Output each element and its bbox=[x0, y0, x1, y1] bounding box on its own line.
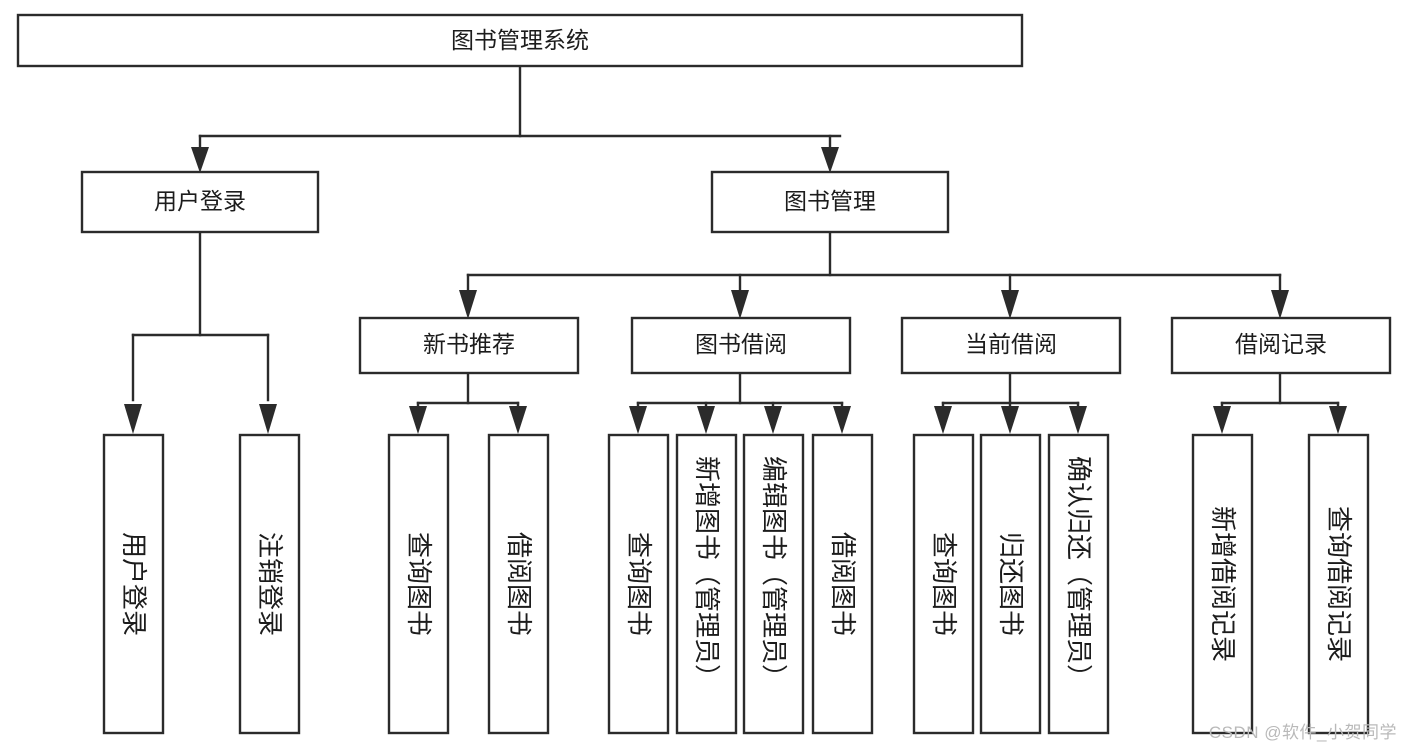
node-current-borrow-rect[interactable] bbox=[900, 316, 1122, 375]
node-borrow-record-rect[interactable] bbox=[1170, 316, 1392, 375]
leaf-label-bookborrow-edit: 编辑图书（管理员） bbox=[759, 456, 789, 690]
arrow-head-borrow-record bbox=[1271, 290, 1289, 319]
arrow-head-user-login bbox=[191, 147, 209, 173]
leaf-label-borrowrecord-add: 新增借阅记录 bbox=[1208, 506, 1238, 662]
leaf-label-bookborrow-query: 查询图书 bbox=[624, 532, 654, 636]
arrow-head-book-borrow bbox=[731, 290, 749, 319]
leaf-node-bookborrow-edit[interactable] bbox=[742, 433, 805, 735]
leaf-node-currentborrow-query[interactable] bbox=[912, 433, 975, 735]
arrow-head-leaf-currentborrow-1 bbox=[934, 406, 952, 434]
leaf-node-bookborrow-add[interactable] bbox=[675, 433, 738, 735]
leaf-node-currentborrow-confirm[interactable] bbox=[1047, 433, 1110, 735]
node-root-rect[interactable] bbox=[16, 13, 1024, 68]
leaf-label-layer: 用户登录 注销登录 查询图书 借阅图书 查询图书 新增图书（管理员） 编辑图书（… bbox=[119, 456, 1354, 690]
arrow-head-leaf-newbook-1 bbox=[409, 406, 427, 434]
arrow-head-leaf-borrowrecord-2 bbox=[1329, 406, 1347, 434]
leaf-label-currentborrow-return: 归还图书 bbox=[996, 532, 1026, 636]
leaf-node-newbook-borrow[interactable] bbox=[487, 433, 550, 735]
node-borrow-record[interactable]: 借阅记录 bbox=[1170, 316, 1392, 375]
node-root[interactable]: 图书管理系统 bbox=[16, 13, 1024, 68]
leaf-bookborrow-borrow-rect[interactable] bbox=[811, 433, 874, 735]
arrow-head-leaf-user-login-1 bbox=[124, 404, 142, 434]
leaf-label-bookborrow-borrow: 借阅图书 bbox=[828, 532, 858, 636]
arrow-head-leaf-currentborrow-3 bbox=[1069, 406, 1087, 434]
leaf-user-login-logout-rect[interactable] bbox=[238, 433, 301, 735]
arrow-head-leaf-newbook-2 bbox=[509, 406, 527, 434]
leaf-label-user-login-login: 用户登录 bbox=[119, 532, 149, 636]
leaf-label-bookborrow-add: 新增图书（管理员） bbox=[692, 456, 722, 690]
node-current-borrow-label: 当前借阅 bbox=[965, 331, 1057, 357]
arrow-head-leaf-user-login-2 bbox=[259, 404, 277, 434]
leaf-node-user-login-login[interactable] bbox=[102, 433, 165, 735]
node-user-login-rect[interactable] bbox=[80, 170, 320, 234]
node-book-borrow[interactable]: 图书借阅 bbox=[630, 316, 852, 375]
arrow-head-leaf-borrowrecord-1 bbox=[1213, 406, 1231, 434]
arrow-head-leaf-bookborrow-3 bbox=[764, 406, 782, 434]
node-borrow-record-label: 借阅记录 bbox=[1235, 331, 1327, 357]
node-new-book-recommend-rect[interactable] bbox=[358, 316, 580, 375]
watermark-text: CSDN @软件_小贺同学 bbox=[1208, 723, 1397, 742]
leaf-node-bookborrow-borrow[interactable] bbox=[811, 433, 874, 735]
arrow-head-new-book bbox=[459, 290, 477, 319]
node-book-management[interactable]: 图书管理 bbox=[710, 170, 950, 234]
node-user-login[interactable]: 用户登录 bbox=[80, 170, 320, 234]
leaf-node-newbook-query[interactable] bbox=[387, 433, 450, 735]
node-user-login-label: 用户登录 bbox=[154, 188, 246, 214]
leaf-bookborrow-add-rect[interactable] bbox=[675, 433, 738, 735]
node-book-management-label: 图书管理 bbox=[784, 188, 876, 214]
node-book-management-rect[interactable] bbox=[710, 170, 950, 234]
arrow-head-leaf-bookborrow-2 bbox=[697, 406, 715, 434]
node-root-label: 图书管理系统 bbox=[451, 27, 589, 53]
leaf-node-bookborrow-query[interactable] bbox=[607, 433, 670, 735]
node-book-borrow-rect[interactable] bbox=[630, 316, 852, 375]
leaf-borrowrecord-add-rect[interactable] bbox=[1191, 433, 1254, 735]
node-new-book-recommend-label: 新书推荐 bbox=[423, 331, 515, 357]
arrow-head-leaf-bookborrow-4 bbox=[833, 406, 851, 434]
leaf-node-borrowrecord-query[interactable] bbox=[1307, 433, 1370, 735]
leaf-node-currentborrow-return[interactable] bbox=[979, 433, 1042, 735]
leaf-currentborrow-query-rect[interactable] bbox=[912, 433, 975, 735]
node-book-borrow-label: 图书借阅 bbox=[695, 331, 787, 357]
leaf-borrowrecord-query-rect[interactable] bbox=[1307, 433, 1370, 735]
leaf-newbook-borrow-rect[interactable] bbox=[487, 433, 550, 735]
connector-layer bbox=[124, 64, 1347, 434]
leaf-label-newbook-query: 查询图书 bbox=[404, 532, 434, 636]
arrow-head-leaf-bookborrow-1 bbox=[629, 406, 647, 434]
arrow-head-book-mgmt bbox=[821, 147, 839, 173]
node-current-borrow[interactable]: 当前借阅 bbox=[900, 316, 1122, 375]
leaf-node-borrowrecord-add[interactable] bbox=[1191, 433, 1254, 735]
arrow-head-current-borrow bbox=[1001, 290, 1019, 319]
leaf-label-newbook-borrow: 借阅图书 bbox=[504, 532, 534, 636]
leaf-currentborrow-return-rect[interactable] bbox=[979, 433, 1042, 735]
leaf-label-user-login-logout: 注销登录 bbox=[255, 532, 285, 636]
leaf-currentborrow-confirm-rect[interactable] bbox=[1047, 433, 1110, 735]
leaf-label-borrowrecord-query: 查询借阅记录 bbox=[1324, 506, 1354, 662]
leaf-label-currentborrow-confirm: 确认归还（管理员） bbox=[1064, 456, 1094, 690]
leaf-newbook-query-rect[interactable] bbox=[387, 433, 450, 735]
leaf-label-currentborrow-query: 查询图书 bbox=[929, 532, 959, 636]
leaf-node-user-login-logout[interactable] bbox=[238, 433, 301, 735]
leaf-bookborrow-edit-rect[interactable] bbox=[742, 433, 805, 735]
node-new-book-recommend[interactable]: 新书推荐 bbox=[358, 316, 580, 375]
leaf-bookborrow-query-rect[interactable] bbox=[607, 433, 670, 735]
leaf-user-login-login-rect[interactable] bbox=[102, 433, 165, 735]
arrow-head-leaf-currentborrow-2 bbox=[1001, 406, 1019, 434]
